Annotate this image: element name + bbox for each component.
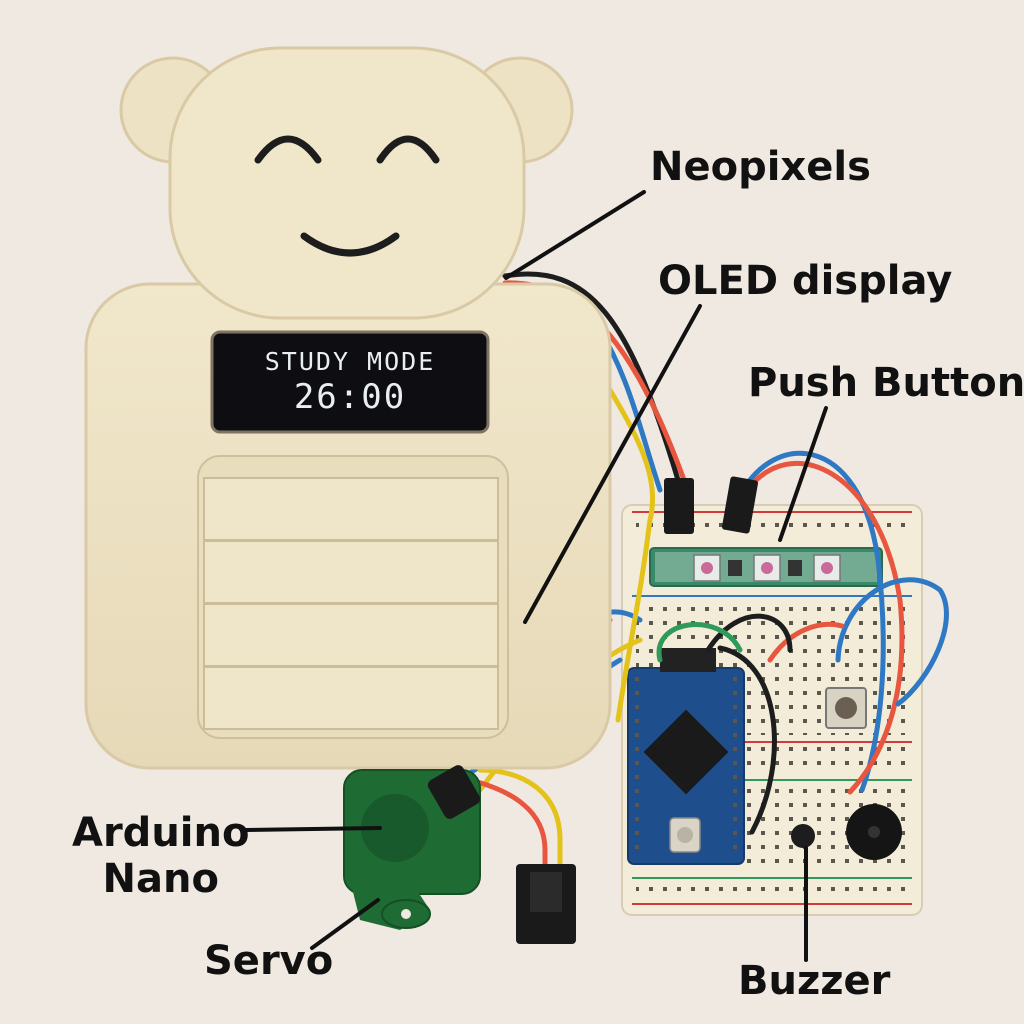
neopixels-leader: [504, 190, 646, 280]
oled-mode-label: STUDY MODE: [264, 347, 436, 376]
smiley-face-icon: [254, 135, 440, 257]
label-arduino-nano: Arduino Nano: [72, 810, 250, 902]
oled-screen-content: STUDY MODE 26:00: [216, 336, 484, 428]
wires: [557, 450, 949, 835]
servo-leader: [310, 898, 380, 950]
neopixel-strip: [649, 547, 883, 587]
oled-timer: 26:00: [293, 377, 407, 417]
callout-lines: [244, 190, 828, 962]
label-buzzer: Buzzer: [738, 958, 891, 1004]
push-button-leader: [778, 406, 828, 542]
arduino-nano: [627, 648, 745, 865]
servo-motor: [343, 765, 481, 930]
label-servo: Servo: [204, 938, 334, 984]
label-oled-display: OLED display: [658, 258, 953, 304]
arduino-nano-leader: [244, 826, 382, 832]
label-push-button: Push Button: [748, 360, 1024, 406]
oled-display-leader: [523, 304, 702, 624]
push-button: [825, 687, 867, 729]
wire-connectors: [516, 476, 759, 944]
buzzer: [791, 804, 902, 860]
slotted-panel: [197, 455, 509, 739]
label-neopixels: Neopixels: [650, 144, 871, 190]
oled-display: [210, 330, 490, 434]
